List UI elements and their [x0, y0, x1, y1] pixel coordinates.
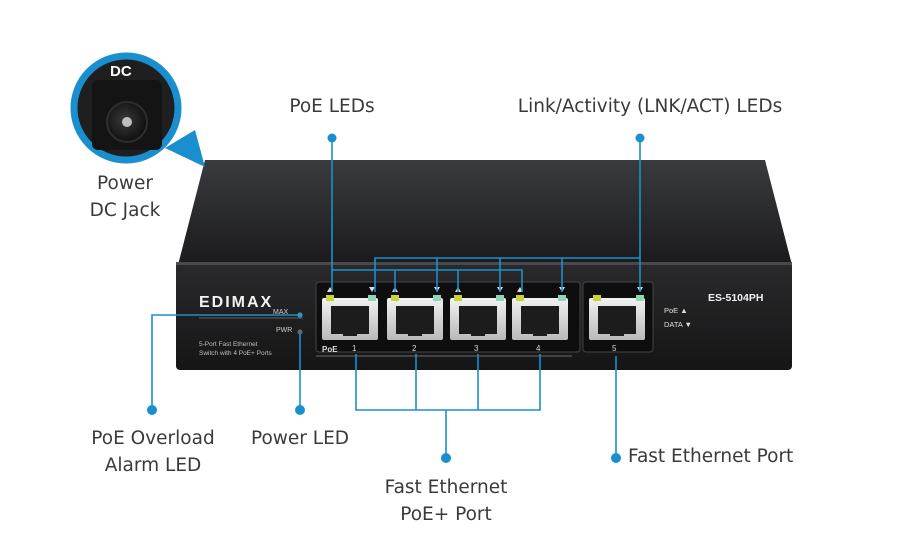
max-led	[297, 312, 303, 318]
model-label: ES-5104PH	[708, 292, 764, 304]
inset-pointer	[165, 130, 205, 167]
power-led-label: Power LED	[250, 428, 350, 449]
port-leds	[326, 295, 644, 301]
device-desc-line2: Switch with 4 PoE+ Ports	[199, 350, 272, 357]
rj45-port-3	[450, 298, 506, 340]
legend-poe: PoE ▲	[664, 306, 688, 315]
port-number-4: 4	[536, 344, 541, 353]
rj45-port-4	[512, 298, 568, 340]
link-leds-label: Link/Activity (LNK/ACT) LEDs	[517, 96, 783, 117]
port-number-2: 2	[412, 344, 417, 353]
poe-overload-label-line1: PoE Overload	[91, 428, 215, 449]
callout-dots	[147, 133, 645, 463]
pwr-led	[297, 329, 303, 335]
brand-logo: EDIMAX	[199, 294, 274, 311]
fast-ethernet-port-label: Fast Ethernet Port	[628, 446, 794, 467]
power-jack-label-line1: Power	[97, 173, 153, 194]
poe-leds-label: PoE LEDs	[289, 96, 375, 117]
max-label: MAX	[273, 309, 289, 316]
chassis-top	[178, 160, 792, 265]
port-number-3: 3	[474, 344, 479, 353]
poe-overload-label-line2: Alarm LED	[104, 455, 202, 476]
port-number-1: 1	[352, 344, 357, 353]
legend-data: DATA ▼	[664, 320, 692, 329]
rj45-port-1	[322, 298, 378, 340]
dc-inset-label: DC	[110, 63, 132, 80]
poe-group-label: PoE	[322, 345, 338, 354]
rj45-port-2	[387, 298, 443, 340]
callout-lines	[151, 138, 641, 458]
fast-ethernet-poe-label-line1: Fast Ethernet	[384, 477, 508, 498]
power-jack-label-line2: DC Jack	[89, 200, 161, 221]
device-desc-line1: 5-Port Fast Ethernet	[199, 341, 258, 348]
rj45-port-5	[589, 298, 645, 340]
port-number-5: 5	[612, 344, 617, 353]
pwr-label: PWR	[276, 327, 293, 334]
fast-ethernet-poe-label-line2: PoE+ Port	[400, 504, 492, 525]
